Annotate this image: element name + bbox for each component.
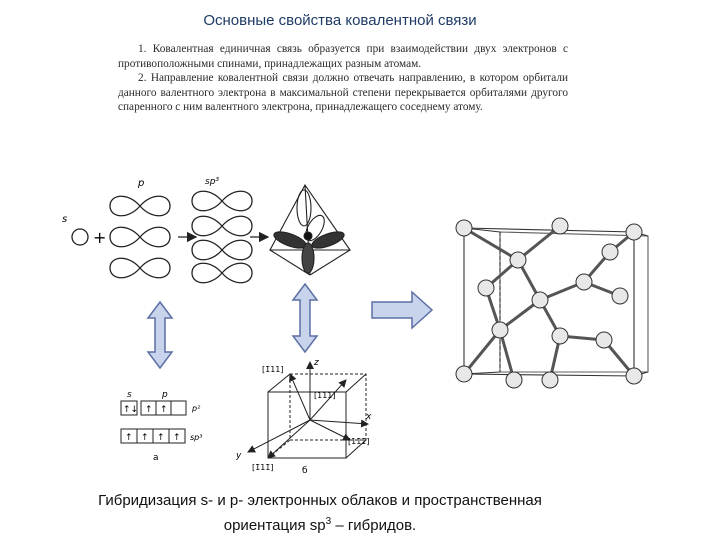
cell-s-label: s bbox=[127, 390, 132, 400]
cell-r2-0: ↑ bbox=[125, 433, 133, 443]
caption-sup: 3 bbox=[325, 516, 332, 527]
rule-1: 1. Ковалентная единичная связь образуетс… bbox=[118, 43, 568, 70]
direction-cube bbox=[247, 361, 369, 459]
direction-label-1: [1̄11] bbox=[262, 365, 284, 374]
cell-r2-1: ↑ bbox=[141, 433, 149, 443]
caption-line-2-prefix: ориентация sp bbox=[223, 517, 326, 534]
p-orbital-label: p bbox=[137, 178, 144, 189]
p-orbital-2 bbox=[109, 226, 171, 248]
electron-cells: s p ↑↓ ↑ ↑ ↑ ↑ ↑ ↑ p² sp³ а bbox=[120, 390, 202, 463]
row1-label: p² bbox=[191, 404, 201, 413]
axis-x-label: x bbox=[365, 412, 372, 422]
caption-line-1: Гибридизация s- и p- электронных облаков… bbox=[98, 492, 542, 509]
direction-label-3: [11̄1̄] bbox=[348, 437, 370, 446]
cell-p-label: p bbox=[161, 390, 168, 400]
s-orbital-label: s bbox=[62, 214, 67, 225]
orbital-diagram: p s + sp³ bbox=[62, 177, 270, 284]
p-orbital-1 bbox=[109, 195, 171, 217]
axis-z-label: z bbox=[313, 358, 319, 368]
cell-r2-3: ↑ bbox=[173, 433, 181, 443]
cell-r1-2: ↑ bbox=[160, 405, 168, 415]
slide-title: Основные свойства ковалентной связи bbox=[203, 12, 477, 29]
cell-r1-0: ↑↓ bbox=[123, 405, 138, 415]
cell-r1-1: ↑ bbox=[145, 405, 153, 415]
plus-sign: + bbox=[93, 228, 106, 247]
sp3-orbital-2 bbox=[191, 215, 253, 237]
axis-y-label: y bbox=[235, 451, 242, 461]
sp3-orbital-1 bbox=[191, 190, 253, 212]
right-arrow bbox=[371, 290, 434, 330]
caption-line-2-suffix: – гибридов. bbox=[331, 517, 417, 534]
rule-2: 2. Направление ковалентной связи должно … bbox=[118, 72, 568, 114]
diamond-lattice bbox=[455, 217, 649, 389]
double-arrow-middle bbox=[291, 282, 319, 354]
s-orbital bbox=[71, 228, 89, 246]
direction-label-4: [1̄11̄] bbox=[252, 463, 274, 472]
sp3-label: sp³ bbox=[205, 177, 219, 187]
figure-caption: Гибридизация s- и p- электронных облаков… bbox=[40, 490, 600, 536]
tetrahedral-hybrid bbox=[269, 183, 352, 276]
sp3-orbital-3 bbox=[191, 239, 253, 261]
row2-label: sp³ bbox=[190, 433, 202, 442]
p-orbital-3 bbox=[109, 257, 171, 279]
sp3-orbital-4 bbox=[191, 262, 253, 284]
rules-text: 1. Ковалентная единичная связь образуетс… bbox=[118, 42, 568, 115]
direction-label-2: [111] bbox=[314, 391, 336, 400]
figure-b-label: б bbox=[302, 466, 308, 476]
figure-a-label: а bbox=[153, 453, 159, 463]
double-arrow-left bbox=[146, 300, 174, 370]
cell-r2-2: ↑ bbox=[157, 433, 165, 443]
caption-line-2: ориентация sp3 – гибридов. bbox=[40, 511, 600, 536]
